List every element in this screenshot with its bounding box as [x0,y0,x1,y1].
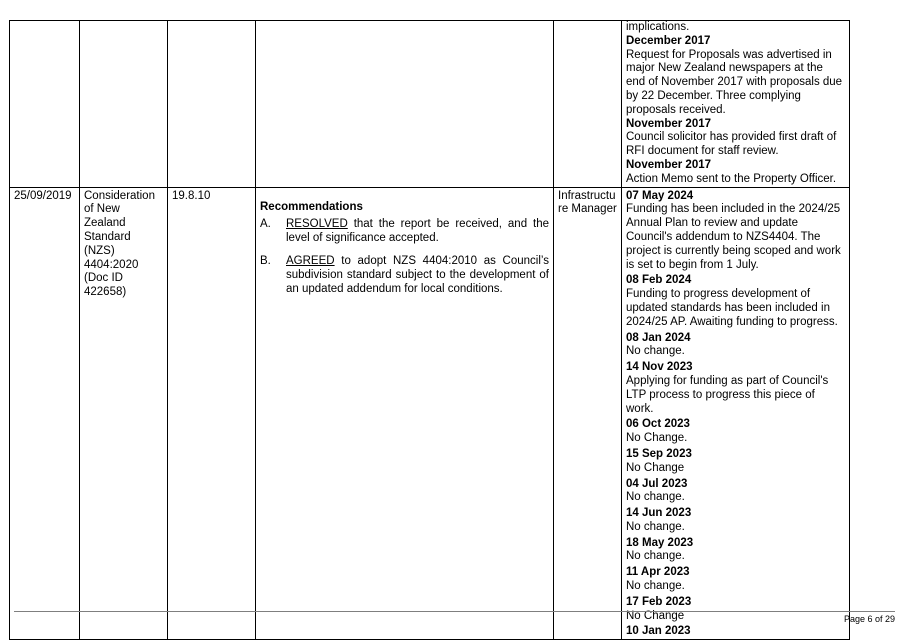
update-date: 06 Oct 2023 [626,418,690,431]
update-date: November 2017 [626,117,712,130]
cell-updates: 07 May 2024 Funding has been included in… [621,186,850,640]
update-text: No Change [626,609,685,622]
update-date: 10 Jan 2023 [626,625,691,638]
cell-item [167,20,256,188]
cell-updates: implications. December 2017 Request for … [621,20,850,188]
cell-officer: Infrastructu re Manager [553,186,622,640]
update-text: No change. [626,345,685,358]
footer-divider [14,611,895,612]
update-text: Council solicitor has provided first dra… [626,131,837,158]
update-date: 14 Nov 2023 [626,361,693,374]
cell-officer [553,20,622,188]
cell-subject: Consideration of New Zealand Standard (N… [79,186,168,640]
cell-meeting-date: 25/09/2019 [9,186,80,640]
rec-letter: A. [260,218,271,231]
page-number: Page 6 of 29 [843,614,895,624]
rec-letter: B. [260,254,271,267]
update-date: November 2017 [626,158,712,171]
recommendation-b: B. AGREED to adopt NZS 4404:2010 as Coun… [260,255,549,296]
update-date: 17 Feb 2023 [626,595,692,608]
update-date: 15 Sep 2023 [626,447,692,460]
update-text: No Change [626,461,685,474]
cell-recommendations: Recommendations A. RESOLVED that the rep… [255,186,554,640]
update-date: 18 May 2023 [626,536,694,549]
table-row: implications. December 2017 Request for … [9,20,850,188]
update-text: Applying for funding as part of Council'… [626,374,829,415]
cell-subject [79,20,168,188]
rec-keyword: RESOLVED [286,218,348,231]
update-text: Action Memo sent to the Property Officer… [626,172,837,185]
recommendations-heading: Recommendations [260,200,363,213]
rec-keyword: AGREED [286,254,335,267]
update-text: Request for Proposals was advertised in … [626,48,843,116]
cell-item: 19.8.10 [167,186,256,640]
rec-text: to adopt NZS 4404:2010 as Council’s subd… [286,254,549,295]
update-text: implications. [626,21,690,33]
update-date: 04 Jul 2023 [626,477,688,490]
rec-text: that the report be received, and the lev… [286,218,549,245]
update-date: 14 Jun 2023 [626,507,692,520]
update-text: Funding to progress development of updat… [626,288,838,328]
update-text: No change. [626,550,685,563]
actions-table: implications. December 2017 Request for … [9,20,850,640]
update-date: December 2017 [626,34,711,47]
cell-meeting-date [9,20,80,188]
update-text: No change. [626,520,685,533]
update-text: Funding has been included in the 2024/25… [626,203,841,271]
update-date: 07 May 2024 [626,189,694,202]
update-text: No change. [626,491,685,504]
recommendation-a: A. RESOLVED that the report be received,… [260,218,549,246]
cell-recommendations [255,20,554,188]
update-date: 08 Jan 2024 [626,331,691,344]
update-text: No change. [626,580,685,593]
update-date: 11 Apr 2023 [626,566,690,579]
table-row: 25/09/2019 Consideration of New Zealand … [9,186,850,640]
update-text: No Change. [626,432,688,445]
update-date: 08 Feb 2024 [626,274,692,287]
